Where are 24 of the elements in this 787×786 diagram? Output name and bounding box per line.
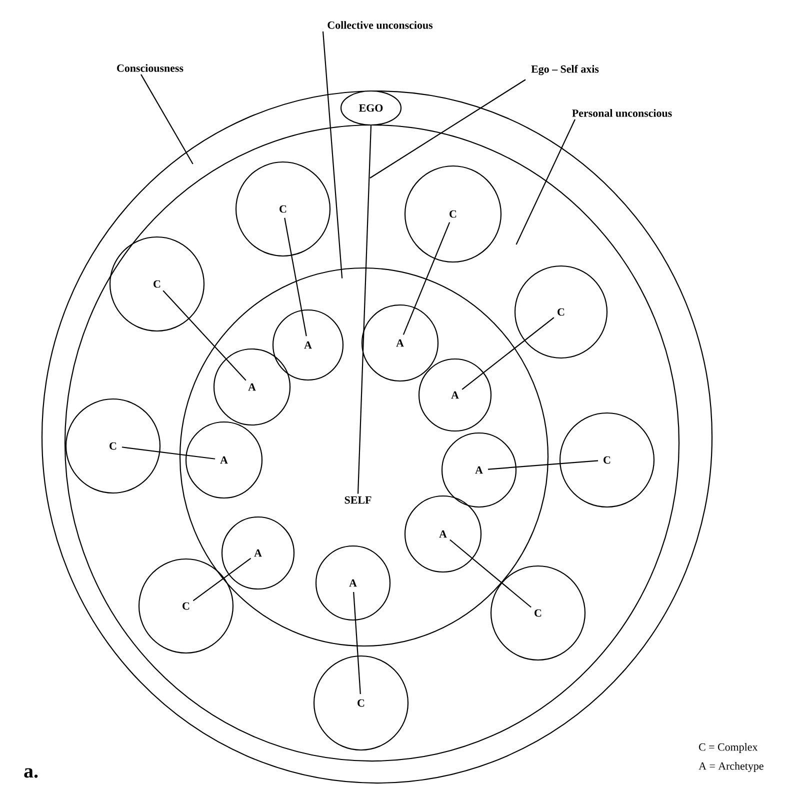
connector-line: [462, 317, 554, 390]
boundary-circle: [64, 124, 680, 762]
region-label: Consciousness: [117, 64, 184, 72]
boundary-circle: [179, 267, 549, 647]
axis-line: [357, 126, 372, 494]
boundary-circle: [41, 90, 713, 784]
leader-line: [370, 79, 526, 178]
legend-text: C = Complex: [699, 743, 758, 753]
leader-line: [516, 119, 576, 245]
self-label: SELF: [344, 496, 372, 504]
connector-line: [162, 290, 246, 381]
connector-line: [488, 460, 598, 470]
connector-line: [450, 539, 532, 608]
legend-text: A = Archetype: [698, 762, 764, 772]
figure-label: a.: [24, 768, 38, 778]
connector-line: [402, 222, 450, 335]
region-label: Collective unconscious: [328, 21, 433, 29]
leader-line: [140, 74, 194, 164]
connector-line: [284, 218, 307, 336]
region-label: Ego – Self axis: [531, 64, 599, 76]
region-label: Personal unconscious: [572, 109, 672, 117]
leader-line: [322, 31, 343, 278]
connector-line: [122, 446, 216, 460]
connector-line: [353, 592, 361, 694]
